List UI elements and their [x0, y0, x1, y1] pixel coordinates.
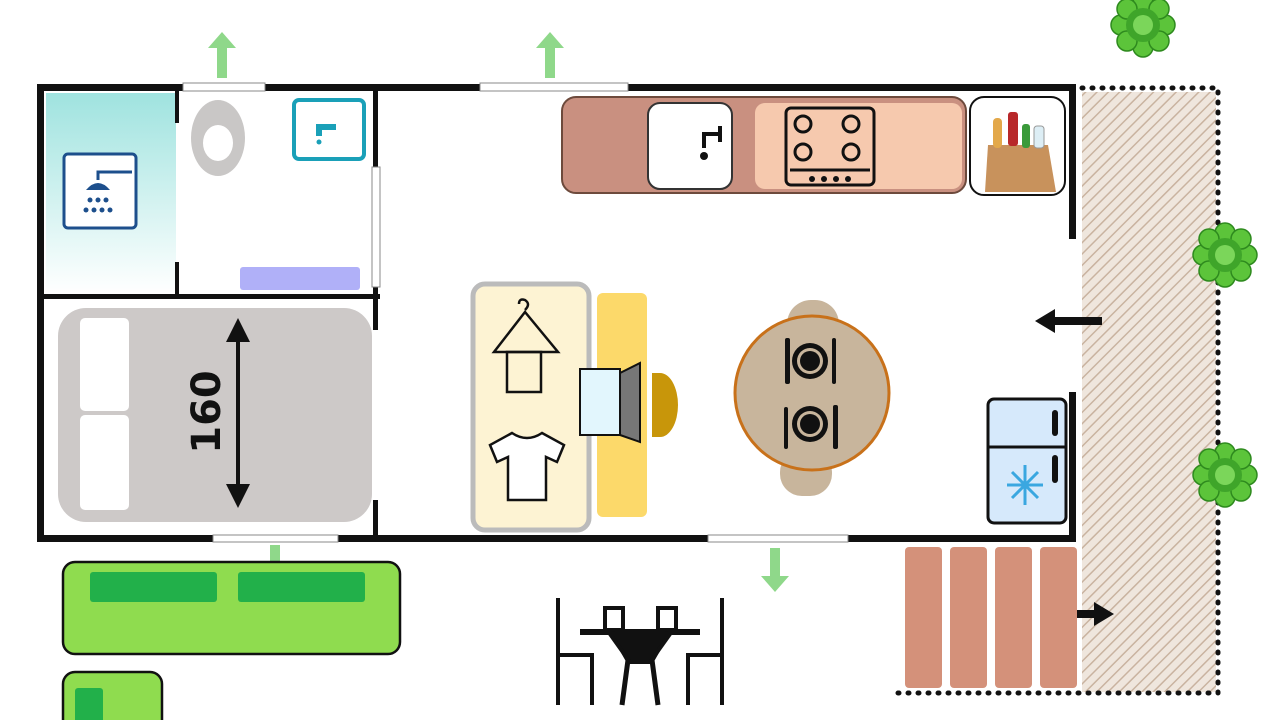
- dining-table: [733, 300, 891, 496]
- pillow: [80, 415, 129, 510]
- pillow: [80, 318, 129, 411]
- tshirt-icon: [488, 431, 566, 502]
- outdoor-sofa: [61, 560, 402, 720]
- arrow-up-icon: [536, 32, 564, 78]
- bed-width-label: 160: [184, 370, 230, 454]
- outdoor-dining-icon: [556, 598, 724, 706]
- washbasin-icon: [292, 98, 366, 161]
- entry-arrow-left-icon: [1035, 309, 1102, 333]
- kitchen-sink-icon: [647, 102, 733, 190]
- hanger-icon: [491, 298, 561, 394]
- stove-icon: [784, 106, 876, 187]
- plant-icon: [1192, 442, 1258, 508]
- deck: [905, 547, 1077, 688]
- plant-icon: [1192, 222, 1258, 288]
- arrow-up-icon: [208, 32, 236, 78]
- desk-chair: [652, 373, 678, 437]
- terrace: [887, 85, 1221, 696]
- bed: 160: [58, 308, 372, 522]
- place-setting-icon: [784, 338, 838, 449]
- windows: [182, 82, 849, 543]
- arrow-down-icon: [270, 545, 280, 565]
- toilet-icon: [191, 100, 245, 176]
- arrow-down-icon: [761, 548, 789, 592]
- dimension-arrow-icon: [226, 318, 250, 508]
- towel-rail: [240, 267, 360, 290]
- cushion: [75, 688, 103, 720]
- wardrobe: [470, 281, 592, 533]
- laptop-icon: [579, 361, 641, 444]
- kitchen-counter: [561, 96, 967, 194]
- cushion: [238, 572, 365, 602]
- plant-icon: [1110, 0, 1176, 58]
- fridge-icon: [986, 397, 1068, 525]
- shower-icon: [62, 152, 138, 230]
- groceries-icon: [969, 96, 1066, 196]
- ventilation-arrows: [208, 32, 789, 592]
- exit-arrow-right-icon: [1048, 602, 1114, 626]
- cushion: [90, 572, 217, 602]
